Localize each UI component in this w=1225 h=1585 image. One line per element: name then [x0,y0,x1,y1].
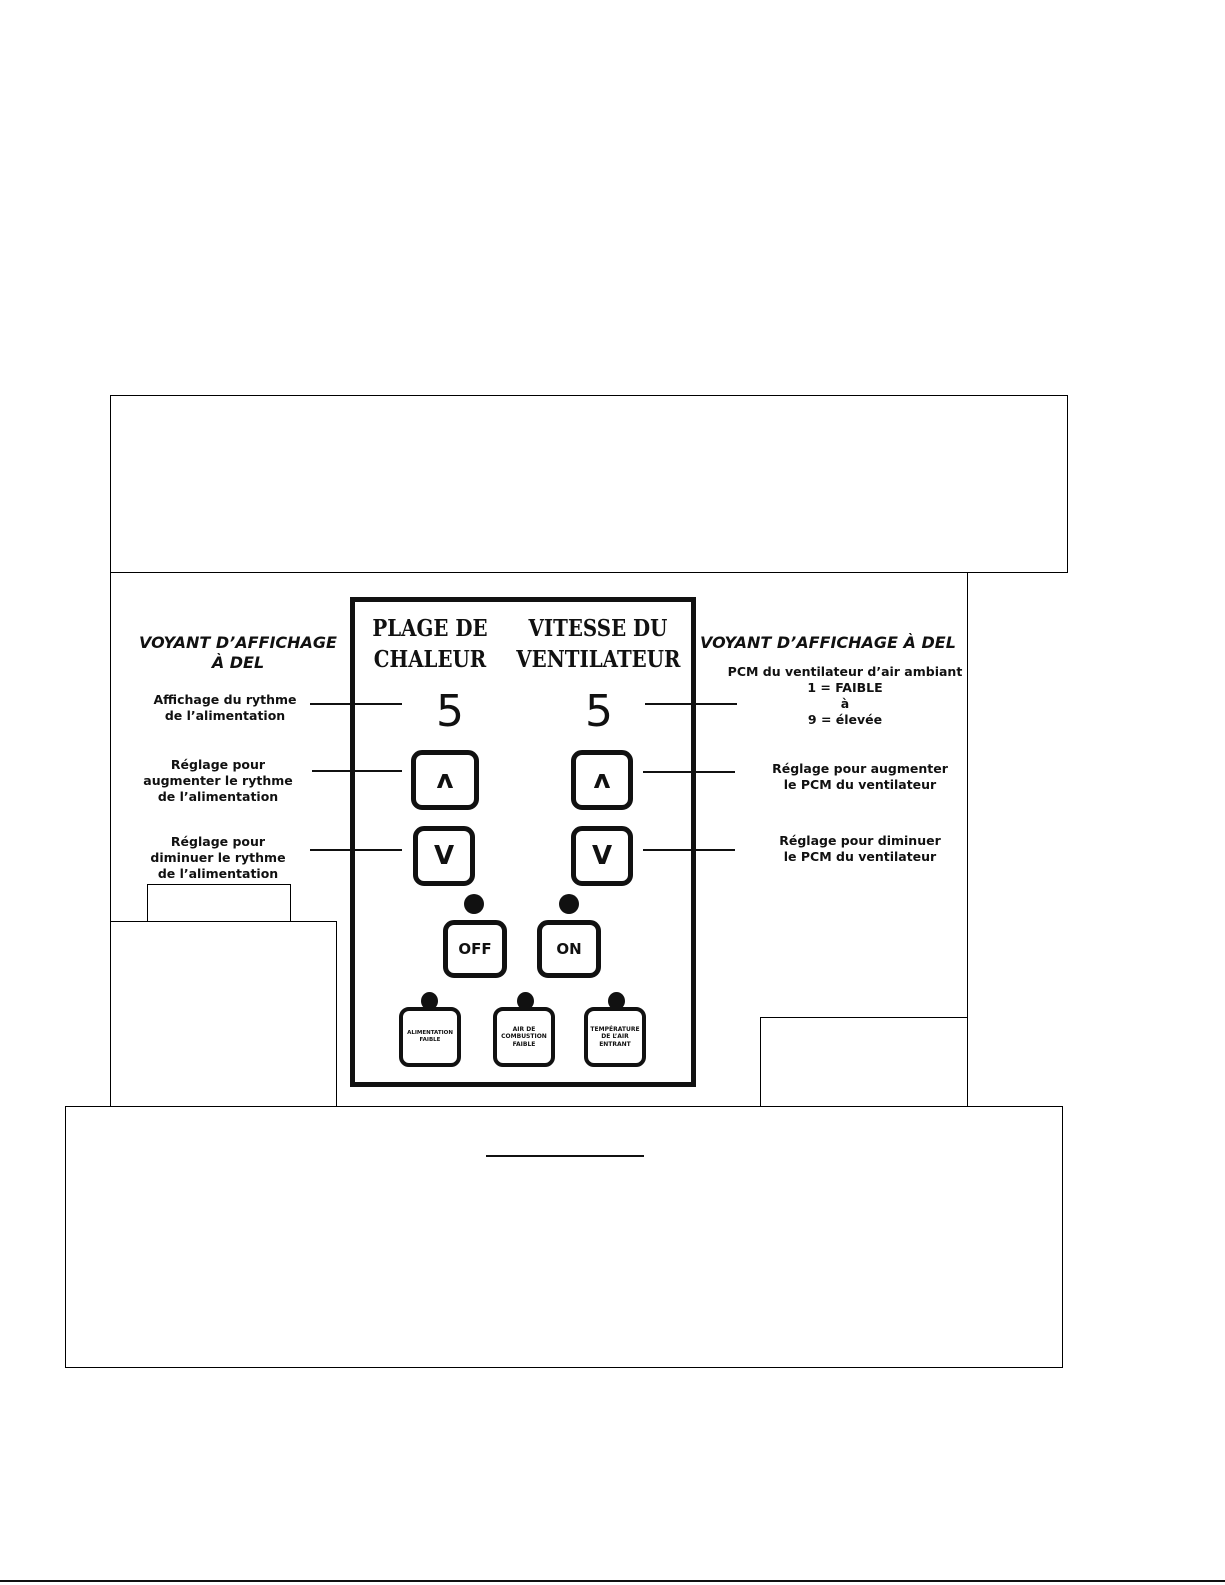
fan-pwm-description-line-4: 9 = élevée [807,712,883,727]
on-button-label: ON [556,940,582,958]
on-button[interactable]: ON [537,920,601,978]
low-combustion-air-indicator: AIR DE COMBUSTION FAIBLE [493,1007,555,1067]
heat-range-heading: PLAGE DE CHALEUR [366,613,495,675]
control-panel: PLAGE DE CHALEUR VITESSE DU VENTILATEUR … [350,597,696,1087]
incoming-air-temp-indicator-light [608,992,625,1010]
fan-pwm-increase-label: Réglage pour augmenter le PCM du ventila… [760,761,960,793]
fan-pwm-decrease-label-line-1: Réglage pour diminuer [779,833,941,848]
leader-line-fan-increase [643,771,735,773]
feed-rate-display-label-line-1: Affichage du rythme [153,692,297,707]
heat-range-heading-line-2: CHALEUR [373,646,487,673]
feed-rate-display-label-line-2: de l’alimentation [164,708,286,723]
chevron-up-icon: ʌ [593,765,611,795]
low-combustion-air-indicator-label: AIR DE COMBUSTION FAIBLE [501,1026,547,1049]
fan-speed-heading-line-1: VITESSE DU [528,615,668,642]
left-blank-box [110,921,337,1107]
low-combustion-air-label-line-2: COMBUSTION [501,1033,547,1041]
fan-pwm-decrease-label: Réglage pour diminuer le PCM du ventilat… [760,833,960,865]
feed-rate-increase-label-line-1: Réglage pour [170,757,266,772]
low-feed-indicator-light [421,992,438,1010]
fan-pwm-increase-label-line-1: Réglage pour augmenter [772,761,948,776]
leader-line-feed-decrease [310,849,402,851]
feed-rate-decrease-label-line-3: de l’alimentation [157,866,279,881]
left-small-blank-box [147,884,291,924]
fan-pwm-description-line-2: 1 = FAIBLE [807,680,883,695]
fan-pwm-description: PCM du ventilateur d’air ambiant 1 = FAI… [710,664,980,728]
fan-speed-heading-line-2: VENTILATEUR [516,646,681,673]
feed-rate-decrease-label-line-2: diminuer le rythme [150,850,286,865]
incoming-air-temp-indicator: TEMPÉRATURE DE L’AIR ENTRANT [584,1007,646,1067]
top-blank-box [110,395,1068,573]
leader-line-feed-increase [312,770,402,772]
incoming-air-temp-indicator-label: TEMPÉRATURE DE L’AIR ENTRANT [590,1026,639,1049]
low-combustion-air-label-line-1: AIR DE [512,1025,536,1033]
low-combustion-air-indicator-light [517,992,534,1010]
feed-rate-increase-label: Réglage pour augmenter le rythme de l’al… [128,757,308,805]
low-combustion-air-label-line-3: FAIBLE [512,1040,536,1048]
left-title-line-2: À DEL [211,653,265,672]
chevron-down-icon: V [591,841,613,871]
incoming-air-temp-label-line-2: DE L’AIR [601,1033,629,1041]
heat-range-heading-line-1: PLAGE DE [372,615,488,642]
leader-line-fan-decrease [643,849,735,851]
leader-line-fan-display [645,703,737,705]
fan-speed-led-display: 5 [585,686,613,737]
feed-rate-decrease-label-line-1: Réglage pour [170,834,266,849]
heat-range-up-button[interactable]: ʌ [411,750,479,810]
fan-speed-heading: VITESSE DU VENTILATEUR [516,613,681,675]
on-indicator-light [559,894,579,914]
fan-pwm-description-line-1: PCM du ventilateur d’air ambiant [727,664,963,679]
fan-pwm-description-line-3: à [840,696,850,711]
chevron-down-icon: V [433,841,455,871]
fan-pwm-decrease-label-line-2: le PCM du ventilateur [783,849,937,864]
fan-pwm-increase-label-line-2: le PCM du ventilateur [783,777,937,792]
off-button[interactable]: OFF [443,920,507,978]
fan-speed-up-button[interactable]: ʌ [571,750,633,810]
feed-rate-increase-label-line-3: de l’alimentation [157,789,279,804]
fan-speed-down-button[interactable]: V [571,826,633,886]
bottom-blank-box [65,1106,1063,1368]
low-feed-indicator-label: ALIMENTATION FAIBLE [407,1029,453,1044]
left-title-line-1: VOYANT D’AFFICHAGE [139,633,337,652]
off-indicator-light [464,894,484,914]
feed-rate-decrease-label: Réglage pour diminuer le rythme de l’ali… [128,834,308,882]
right-blank-box [760,1017,968,1107]
page-bottom-rule [0,1580,1225,1582]
chevron-up-icon: ʌ [436,765,454,795]
left-led-display-title: VOYANT D’AFFICHAGE À DEL [133,633,343,673]
incoming-air-temp-label-line-1: TEMPÉRATURE [590,1025,640,1033]
feed-rate-display-label: Affichage du rythme de l’alimentation [135,692,315,724]
off-button-label: OFF [458,940,492,958]
right-led-display-title: VOYANT D’AFFICHAGE À DEL [700,633,956,652]
feed-rate-increase-label-line-2: augmenter le rythme [143,773,293,788]
heat-range-down-button[interactable]: V [413,826,475,886]
incoming-air-temp-label-line-3: ENTRANT [599,1040,631,1048]
leader-line-feed-display [310,703,402,705]
bottom-title-underline [486,1155,644,1157]
low-feed-indicator: ALIMENTATION FAIBLE [399,1007,461,1067]
heat-range-led-display: 5 [436,686,464,737]
